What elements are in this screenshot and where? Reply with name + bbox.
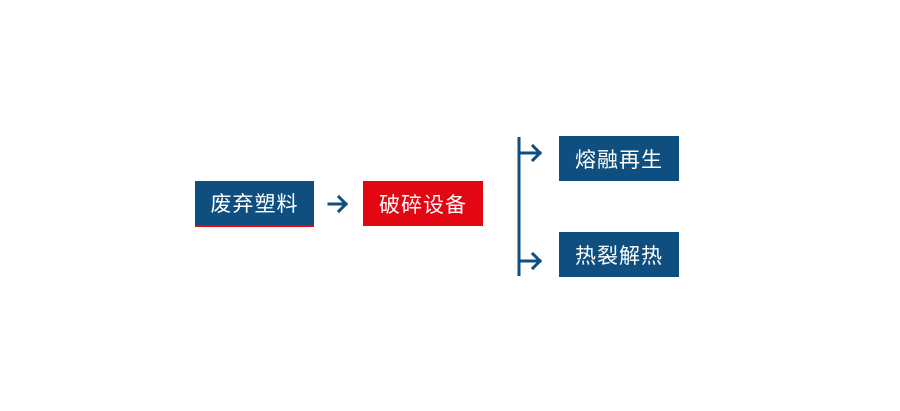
node-pyrolysis-label: 热裂解热 [575, 243, 663, 268]
arrow-to-pyrolysis [517, 251, 543, 271]
node-melt-regeneration-label: 熔融再生 [575, 147, 663, 172]
node-pyrolysis: 热裂解热 [559, 232, 679, 277]
arrow-waste-to-crusher [327, 194, 349, 214]
arrow-to-melt [517, 143, 543, 163]
node-melt-regeneration: 熔融再生 [559, 136, 679, 181]
node-waste-plastic: 废弃塑料 [195, 181, 314, 227]
node-crushing-equipment-label: 破碎设备 [379, 192, 467, 217]
node-crushing-equipment: 破碎设备 [363, 181, 483, 226]
node-waste-plastic-label: 废弃塑料 [210, 192, 299, 216]
